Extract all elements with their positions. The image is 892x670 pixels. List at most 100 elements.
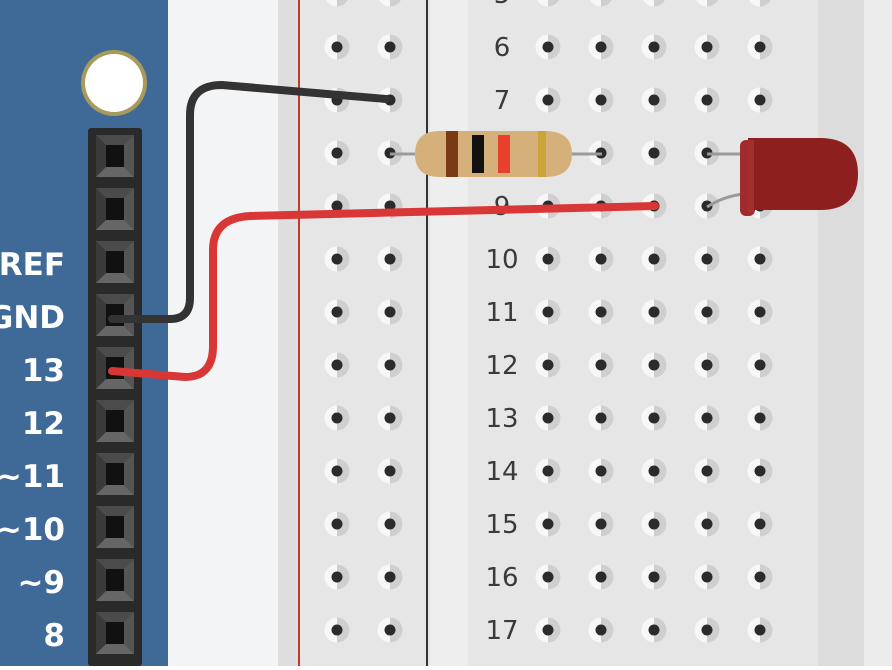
breadboard-hole[interactable] (694, 352, 720, 378)
led[interactable] (740, 138, 858, 216)
breadboard-hole[interactable] (535, 87, 561, 113)
signal-wire[interactable] (108, 202, 659, 381)
breadboard-hole[interactable] (325, 0, 350, 7)
breadboard-hole[interactable] (324, 405, 350, 431)
breadboard-hole[interactable] (535, 34, 561, 60)
breadboard-hole[interactable] (377, 299, 403, 325)
breadboard-hole[interactable] (324, 246, 350, 272)
breadboard-hole[interactable] (747, 564, 773, 590)
breadboard-hole[interactable] (641, 246, 667, 272)
breadboard-hole[interactable] (588, 511, 614, 537)
breadboard-hole[interactable] (641, 299, 667, 325)
breadboard-hole[interactable] (694, 299, 720, 325)
pin-label: ~11 (0, 459, 65, 495)
breadboard-hole[interactable] (694, 87, 720, 113)
breadboard-hole[interactable] (747, 299, 773, 325)
pin-label: GND (0, 300, 65, 336)
breadboard-hole[interactable] (641, 352, 667, 378)
breadboard-hole[interactable] (588, 246, 614, 272)
breadboard-hole[interactable] (694, 564, 720, 590)
header-pin[interactable] (96, 400, 134, 442)
breadboard-hole[interactable] (324, 458, 350, 484)
breadboard-hole[interactable] (377, 458, 403, 484)
breadboard-hole[interactable] (377, 617, 403, 643)
breadboard-hole[interactable] (642, 0, 667, 7)
breadboard-hole[interactable] (694, 34, 720, 60)
breadboard-hole[interactable] (324, 352, 350, 378)
breadboard-hole[interactable] (694, 458, 720, 484)
breadboard-hole[interactable] (695, 0, 720, 7)
header-pin[interactable] (96, 135, 134, 177)
header-pin[interactable] (96, 559, 134, 601)
header-pin[interactable] (96, 188, 134, 230)
breadboard-hole[interactable] (641, 511, 667, 537)
breadboard-hole[interactable] (536, 0, 561, 7)
breadboard-hole[interactable] (535, 458, 561, 484)
row-number: 5 (494, 0, 511, 10)
breadboard-hole[interactable] (377, 511, 403, 537)
breadboard-hole[interactable] (324, 617, 350, 643)
breadboard-hole[interactable] (747, 352, 773, 378)
breadboard-hole[interactable] (377, 87, 403, 113)
breadboard-hole[interactable] (535, 299, 561, 325)
breadboard-hole[interactable] (535, 246, 561, 272)
breadboard-hole[interactable] (377, 34, 403, 60)
breadboard-hole[interactable] (641, 34, 667, 60)
breadboard-hole[interactable] (747, 617, 773, 643)
breadboard-hole[interactable] (641, 617, 667, 643)
breadboard-hole[interactable] (694, 617, 720, 643)
ground-wire[interactable] (108, 81, 390, 323)
breadboard-hole[interactable] (377, 405, 403, 431)
breadboard-hole[interactable] (748, 0, 773, 7)
breadboard-hole[interactable] (324, 140, 350, 166)
breadboard-hole[interactable] (694, 246, 720, 272)
breadboard-hole[interactable] (641, 140, 667, 166)
breadboard-hole[interactable] (588, 87, 614, 113)
breadboard-hole[interactable] (535, 564, 561, 590)
breadboard-hole[interactable] (641, 564, 667, 590)
breadboard-hole[interactable] (324, 511, 350, 537)
breadboard-hole[interactable] (747, 405, 773, 431)
breadboard-hole[interactable] (694, 405, 720, 431)
breadboard-hole[interactable] (588, 405, 614, 431)
header-pin[interactable] (96, 612, 134, 654)
breadboard-hole[interactable] (377, 246, 403, 272)
breadboard-hole[interactable] (747, 246, 773, 272)
breadboard-hole[interactable] (588, 34, 614, 60)
breadboard-hole[interactable] (535, 352, 561, 378)
breadboard-hole[interactable] (589, 0, 614, 7)
breadboard-hole[interactable] (324, 564, 350, 590)
breadboard-hole[interactable] (588, 299, 614, 325)
breadboard-hole[interactable] (747, 511, 773, 537)
header-pin[interactable] (96, 241, 134, 283)
breadboard-hole[interactable] (747, 87, 773, 113)
resistor-band-1 (446, 131, 458, 177)
breadboard-hole[interactable] (588, 352, 614, 378)
breadboard-hole[interactable] (377, 352, 403, 378)
breadboard-hole[interactable] (694, 511, 720, 537)
breadboard-hole[interactable] (641, 405, 667, 431)
breadboard-hole[interactable] (641, 87, 667, 113)
breadboard-hole[interactable] (747, 34, 773, 60)
breadboard-hole[interactable] (694, 193, 720, 219)
breadboard-hole[interactable] (377, 564, 403, 590)
breadboard-holes (324, 0, 773, 643)
pin-label: REF (0, 247, 65, 283)
breadboard-hole[interactable] (641, 458, 667, 484)
pin-label: 8 (43, 618, 65, 654)
row-number: 10 (485, 245, 518, 275)
resistor[interactable] (415, 131, 572, 177)
breadboard-hole[interactable] (324, 299, 350, 325)
breadboard-hole[interactable] (588, 617, 614, 643)
header-pin[interactable] (96, 506, 134, 548)
header-pin[interactable] (96, 453, 134, 495)
breadboard-hole[interactable] (535, 617, 561, 643)
breadboard-hole[interactable] (378, 0, 403, 7)
breadboard-hole[interactable] (535, 405, 561, 431)
breadboard-hole[interactable] (535, 511, 561, 537)
breadboard-hole[interactable] (588, 564, 614, 590)
breadboard-hole[interactable] (324, 34, 350, 60)
breadboard-hole[interactable] (588, 458, 614, 484)
breadboard-hole[interactable] (747, 458, 773, 484)
